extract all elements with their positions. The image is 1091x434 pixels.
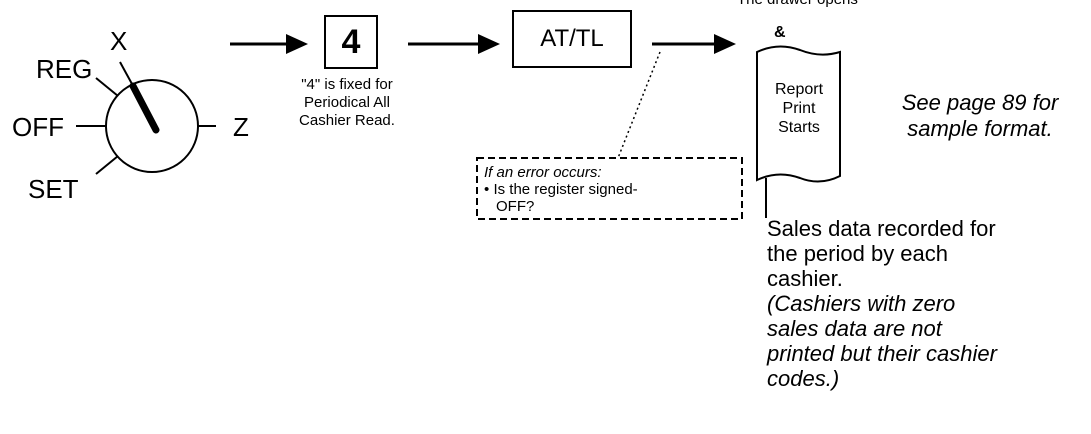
switch-pointer [129, 82, 160, 134]
at-tl-key-label: AT/TL [540, 25, 604, 52]
switch-label-off: OFF [12, 112, 64, 142]
sales-line: cashier. [767, 266, 843, 291]
switch-label-x: X [110, 26, 128, 56]
report-receipt [756, 45, 841, 183]
error-box-border [476, 157, 743, 220]
error-leader [617, 51, 661, 159]
see-page-line: See page 89 for [901, 90, 1059, 115]
error-bullet: • Is the register signed- [484, 181, 739, 198]
arrow-3 [652, 34, 736, 54]
tick-set [95, 155, 119, 175]
arrow-2 [408, 34, 500, 54]
tick-x [119, 61, 133, 85]
tick-reg [95, 77, 119, 97]
switch-label-z: Z [233, 112, 249, 142]
sales-italic-line: sales data are not [767, 316, 942, 341]
report-line: Starts [778, 119, 820, 136]
switch-label-reg: REG [36, 54, 93, 84]
key-4-label: 4 [341, 22, 361, 61]
report-print-starts: Report Print Starts [757, 80, 841, 137]
key-4-note: "4" is fixed for Periodical All Cashier … [282, 76, 412, 130]
error-bullet-cont: OFF? [496, 198, 535, 215]
report-line: Report [774, 81, 824, 98]
see-page-note: See page 89 for sample format. [870, 90, 1090, 142]
key-4-note-line: Periodical All [304, 94, 390, 111]
at-tl-key[interactable]: AT/TL [512, 10, 632, 68]
sales-italic-line: printed but their cashier [767, 341, 997, 366]
error-heading: If an error occurs: [484, 164, 602, 181]
sales-italic-line: codes.) [767, 366, 840, 391]
sales-data-note: Sales data recorded for the period by ea… [767, 216, 1087, 391]
sales-line: Sales data recorded for [767, 216, 996, 241]
report-line: Print [782, 100, 816, 117]
ampersand: & [774, 24, 786, 41]
drawer-opens-text: The drawer opens [737, 0, 858, 8]
key-4-note-line: "4" is fixed for [301, 76, 393, 93]
key-4[interactable]: 4 [324, 15, 378, 69]
see-page-line: sample format. [907, 116, 1053, 141]
sales-italic-line: (Cashiers with zero [767, 291, 956, 316]
error-bullet-text: Is the register signed- [493, 181, 638, 198]
bullet-dot: • [484, 181, 490, 198]
key-4-note-line: Cashier Read. [299, 112, 395, 129]
error-box: If an error occurs: • Is the register si… [484, 164, 739, 215]
sales-line: the period by each [767, 241, 949, 266]
switch-label-set: SET [28, 174, 79, 204]
arrow-1 [230, 34, 308, 54]
